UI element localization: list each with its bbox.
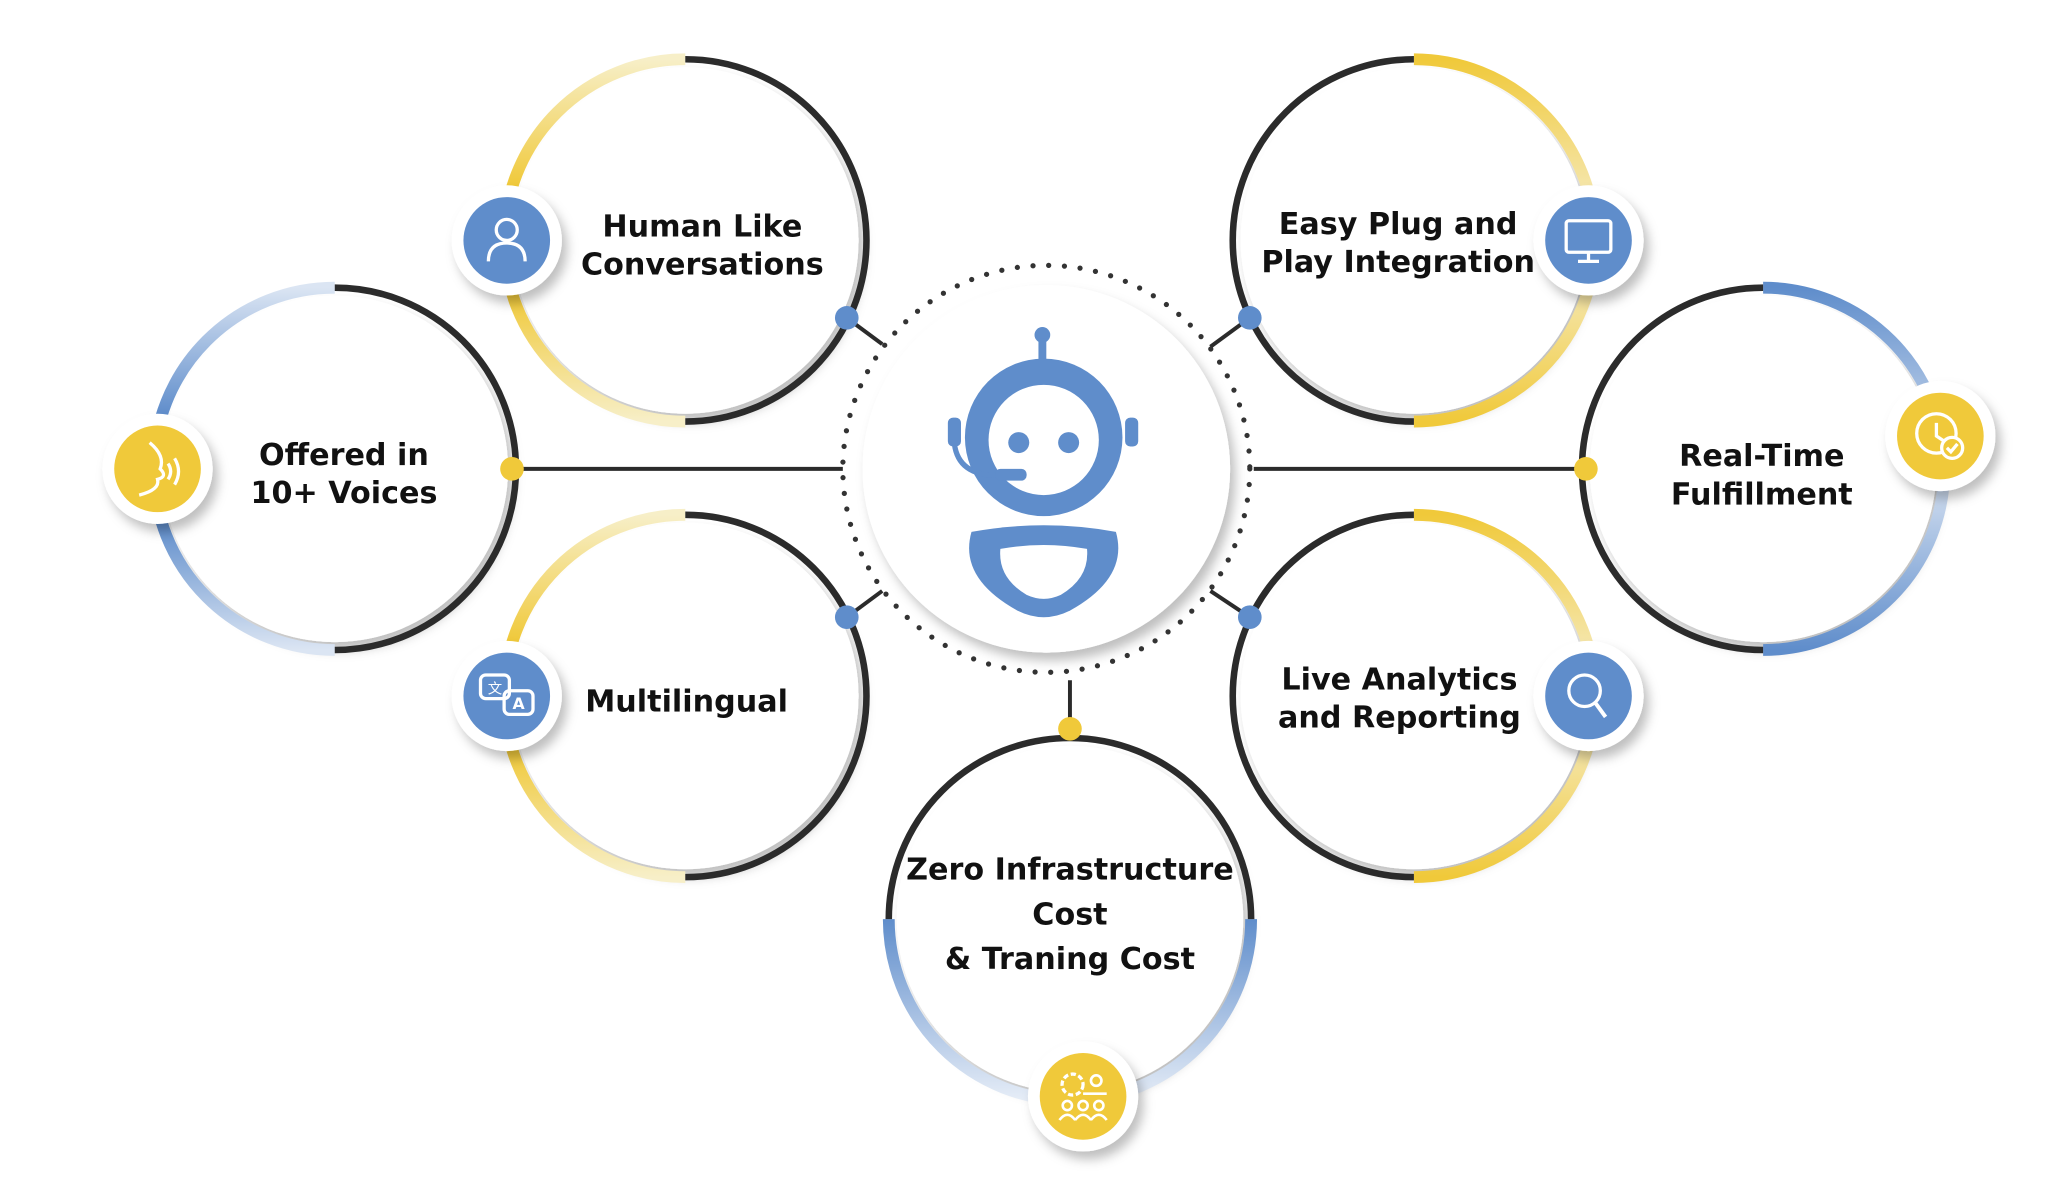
user-icon <box>463 197 551 284</box>
connector-dot <box>1058 716 1082 741</box>
connector-dot <box>500 457 524 481</box>
connector-dot <box>1574 457 1598 481</box>
team-gear-icon <box>1039 1053 1127 1140</box>
feature-label: Real-Time <box>1679 439 1844 474</box>
feature-multilingual: A文 Multilingual <box>451 508 870 884</box>
feature-label: Cost <box>1032 897 1107 932</box>
dark-arc <box>685 55 870 425</box>
clock-check-icon <box>1897 392 1984 480</box>
feature-label: Play Integration <box>1261 245 1535 280</box>
connector-dot <box>1237 605 1262 630</box>
feature-label: and Reporting <box>1278 700 1521 735</box>
search-icon <box>1545 652 1632 740</box>
monitor-icon <box>1545 197 1632 284</box>
feature-label: Fulfillment <box>1671 477 1853 512</box>
robot-headset-icon <box>947 327 1139 618</box>
connector-dot <box>1237 306 1262 330</box>
feature-label: Live Analytics <box>1281 662 1517 697</box>
feature-label: Easy Plug and <box>1279 207 1518 242</box>
dark-arc <box>1229 511 1414 881</box>
svg-text:A: A <box>512 694 525 713</box>
connector-dot <box>834 605 859 630</box>
dark-arc <box>685 511 870 881</box>
feature-label: Multilingual <box>585 685 788 720</box>
feature-label: Conversations <box>581 248 824 283</box>
feature-label: 10+ Voices <box>250 476 437 511</box>
feature-label: Zero Infrastructure <box>906 853 1234 888</box>
dark-arc <box>1229 55 1414 425</box>
speaking-voice-icon <box>114 425 201 513</box>
connector-dot <box>834 306 859 330</box>
translate-icon: A文 <box>463 652 551 740</box>
feature-label: & Traning Cost <box>945 942 1195 977</box>
svg-text:文: 文 <box>488 680 502 697</box>
feature-label: Offered in <box>259 438 429 473</box>
center-hub <box>840 262 1253 675</box>
feature-label: Human Like <box>602 209 802 244</box>
